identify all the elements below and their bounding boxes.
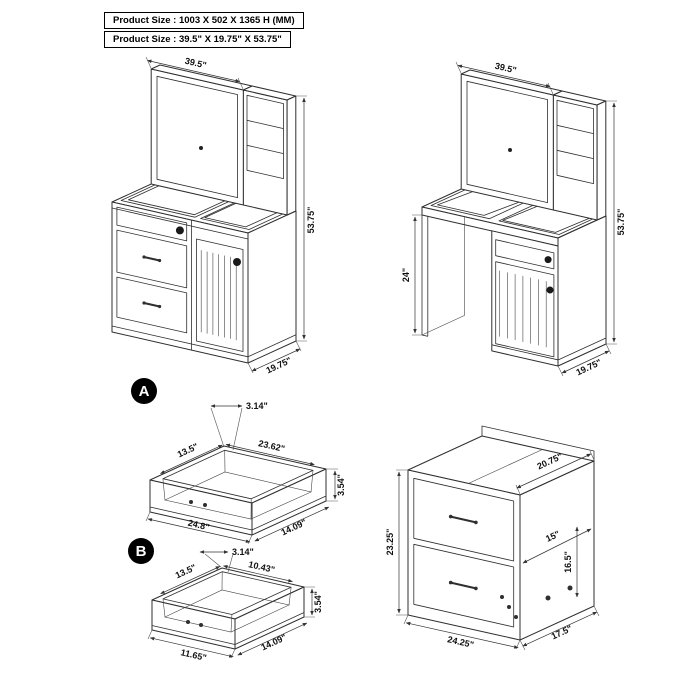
mirror-dot-icon — [508, 148, 512, 152]
cabinet-height-dim: 23.25" — [385, 529, 395, 556]
cabinet-side-height-dim: 16.5" — [563, 551, 573, 573]
drawer-a-rail-dim: 3.14" — [246, 401, 268, 411]
cabinet-body — [407, 425, 595, 641]
drawer-a-inner-depth-dim: 13.5" — [176, 441, 200, 459]
product-size-labels: Product Size : 1003 X 502 X 1365 H (MM) … — [104, 12, 304, 50]
badge-a-letter: A — [139, 383, 150, 400]
vanity-front-view: 39.5" 53.75" 19.75" — [111, 56, 316, 375]
vanity-front-body — [111, 64, 297, 364]
product-size-inches: Product Size : 39.5" X 19.75" X 53.75" — [104, 31, 291, 48]
knob-icon — [175, 226, 184, 235]
drawer-handle-icon — [449, 515, 477, 524]
drawer-b-height-dim: 3.54" — [313, 591, 323, 613]
drawer-a-width-dim: 24.8" — [187, 518, 210, 533]
product-size-mm: Product Size : 1003 X 502 X 1365 H (MM) — [104, 12, 304, 29]
drawer-b-width-dim: 11.65" — [180, 647, 208, 663]
vanity-desk-view: 39.5" 53.75" 24" 19.75" — [401, 61, 626, 378]
drawer-a-drawing: 3.14" 13.5" 23.62" 3.54" 24.8" 14.09" — [145, 401, 346, 545]
knob-icon — [546, 286, 554, 294]
vanity-desk-height-dim: 53.75" — [616, 209, 626, 236]
badge-b-letter: B — [136, 543, 147, 560]
cabinet-base-depth-dim: 17.5" — [550, 623, 574, 641]
cabinet-drawing: 20.75" 15" 16.5" 23.25" 24.25" 17.5" — [385, 425, 600, 651]
vanity-desk-knee-dim: 24" — [401, 268, 411, 282]
vanity-desk-width-dim: 39.5" — [494, 61, 517, 76]
drawer-b-inner-depth-dim: 13.5" — [174, 562, 198, 580]
badge-b: B — [128, 538, 154, 564]
vanity-front-depth-dim: 19.75" — [264, 355, 293, 375]
drawer-a-height-dim: 3.54" — [336, 474, 346, 496]
knob-icon — [544, 256, 552, 264]
drawer-handle-icon — [449, 581, 477, 590]
vanity-front-width-dim: 39.5" — [184, 56, 207, 71]
vanity-desk-body — [421, 69, 607, 367]
drawer-handle-icon — [143, 302, 161, 308]
knob-icon — [233, 258, 241, 266]
badge-a: A — [131, 378, 157, 404]
drawer-handle-icon — [143, 256, 161, 262]
mirror-dot-icon — [199, 146, 203, 150]
drawer-b-rail-dim: 3.14" — [232, 547, 254, 557]
vanity-front-height-dim: 53.75" — [306, 207, 316, 234]
drawer-b-drawing: 3.14" 13.5" 10.43" 3.54" 11.65" 14.09" — [147, 547, 323, 663]
drawer-a-inner-width-dim: 23.62" — [257, 438, 285, 454]
cabinet-width-dim: 24.25" — [446, 634, 474, 650]
